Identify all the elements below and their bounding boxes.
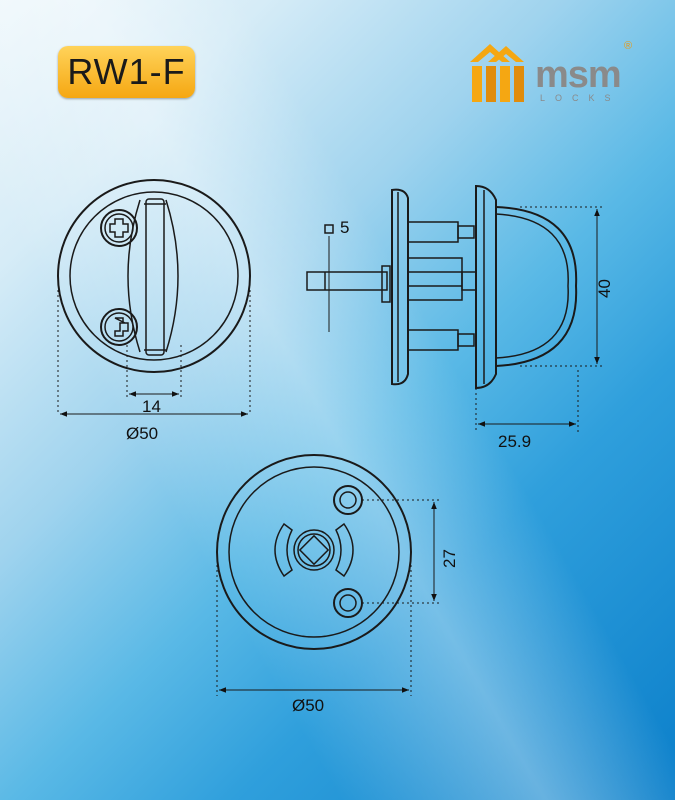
- model-label: RW1-F: [67, 51, 186, 92]
- dim-front-diameter: Ø50: [126, 424, 158, 443]
- brand-name: msm: [535, 54, 622, 96]
- dim-side-depth: 25.9: [498, 432, 531, 451]
- side-view: [306, 184, 605, 432]
- dim-front-inner: 14: [142, 397, 161, 416]
- dim-side-height: 40: [595, 279, 614, 298]
- back-view: [216, 454, 442, 696]
- dim-back-diameter: Ø50: [292, 696, 324, 715]
- brand-logo-icon: [470, 44, 524, 102]
- brand-subtitle: LOCKS: [540, 93, 621, 103]
- model-badge: RW1-F: [58, 46, 195, 98]
- hole-top-icon: [333, 485, 363, 515]
- dim-back-spacing: 27: [440, 549, 459, 568]
- screw-bottom-icon: [100, 308, 138, 346]
- hole-bottom-icon: [333, 588, 363, 618]
- screw-top-icon: [100, 209, 138, 247]
- front-view: [57, 179, 251, 417]
- dim-side-square: 5: [340, 218, 349, 237]
- brand-registered-mark: ®: [624, 40, 633, 52]
